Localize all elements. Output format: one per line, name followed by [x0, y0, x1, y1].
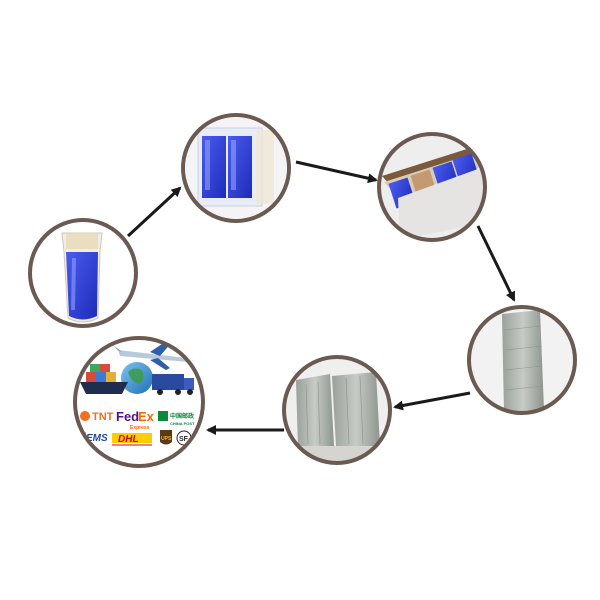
wrapped-box-icon	[469, 307, 575, 413]
tnt-logo: TNT	[80, 411, 114, 423]
ems-logo: EMS	[76, 432, 108, 444]
svg-text:EMS: EMS	[86, 433, 108, 444]
step-blue-liquid-bag	[28, 218, 138, 328]
step-sealed-blue-packs	[181, 113, 291, 223]
svg-text:Ex: Ex	[138, 409, 155, 424]
ups-logo: UPS	[160, 430, 172, 445]
liquid-bag-icon	[61, 232, 103, 323]
truck-icon	[152, 374, 194, 395]
carton-icon	[379, 134, 485, 240]
dhl-logo: DHL	[112, 433, 152, 446]
svg-text:SF: SF	[179, 436, 189, 443]
svg-text:TNT: TNT	[92, 411, 114, 423]
svg-text:Express: Express	[130, 425, 150, 431]
step-wrapped-pallets	[282, 355, 392, 465]
arrow-step2-to-step3	[295, 160, 378, 184]
arrow-step1-to-step2	[126, 186, 182, 238]
svg-text:DHL: DHL	[118, 434, 139, 445]
logistics-icon: TNT Fed Ex Express 中国邮政 CHINA POST EMS D…	[76, 340, 195, 446]
cargo-ship-icon	[80, 364, 128, 394]
arrow-step3-to-step4	[476, 225, 516, 302]
step-packs-in-carton	[377, 132, 487, 242]
svg-text:UPS: UPS	[161, 436, 172, 442]
fedex-logo: Fed Ex Express	[116, 409, 155, 431]
step-shipping-logistics: TNT Fed Ex Express 中国邮政 CHINA POST EMS D…	[73, 336, 205, 468]
svg-text:CHINA POST: CHINA POST	[170, 421, 195, 426]
svg-text:Fed: Fed	[116, 409, 139, 424]
step-wrapped-carton	[467, 305, 577, 415]
svg-text:中国邮政: 中国邮政	[170, 412, 195, 420]
china-post-logo: 中国邮政 CHINA POST	[158, 411, 195, 426]
arrow-step4-to-step5	[393, 391, 471, 411]
sealed-pack-icon	[186, 118, 286, 218]
